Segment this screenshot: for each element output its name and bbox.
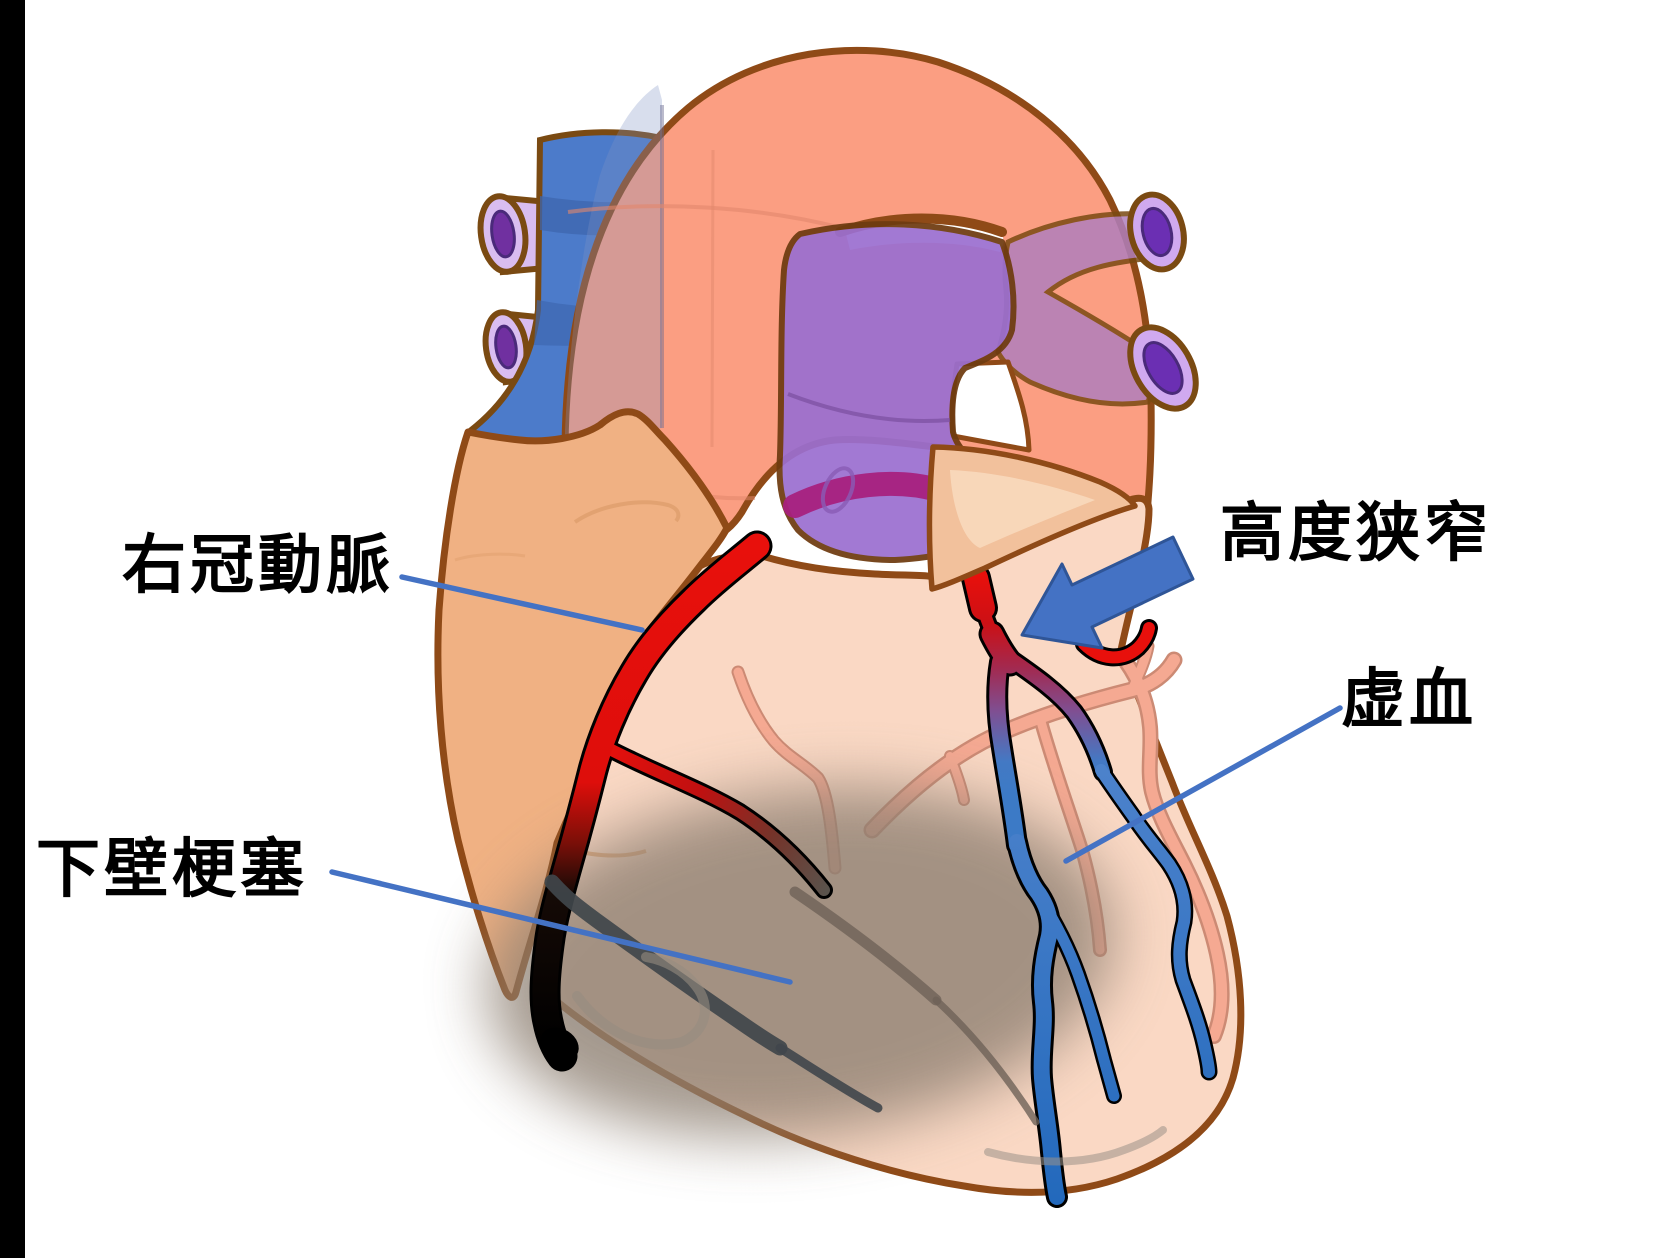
right-coronary-artery [529,530,833,1072]
left-black-bar [0,0,25,1258]
ischemic-vessel-right [1095,764,1215,1078]
leader-infarction [329,869,793,985]
aorta-transparency-over-svc [565,85,662,448]
leader-ischemia [1063,705,1343,864]
atrial-appendage-flap [926,444,1138,592]
label-severe-stenosis: 高度狭窄 [1220,497,1492,569]
circumflex-artery [1075,619,1158,667]
lad-stenosis-ischemia [961,563,1218,1208]
pulmonary-valve-band [783,471,950,518]
infarct-vessels [544,874,1167,1166]
ischemic-vessel-diagonal [1034,892,1120,1102]
infarct-zone [486,787,1114,1137]
label-ischemia: 虚血 [1341,663,1477,735]
pulmonary-artery-cut-ends [1127,191,1199,412]
leader-lines [329,574,1343,985]
leader-right-coronary [399,574,645,633]
occluded-artery-tip [541,1027,579,1061]
label-right-coronary-artery: 右冠動脈 [122,529,394,601]
stenosis-arrow-icon [1020,535,1195,650]
label-inferior-wall-infarction: 下壁梗塞 [36,833,308,905]
